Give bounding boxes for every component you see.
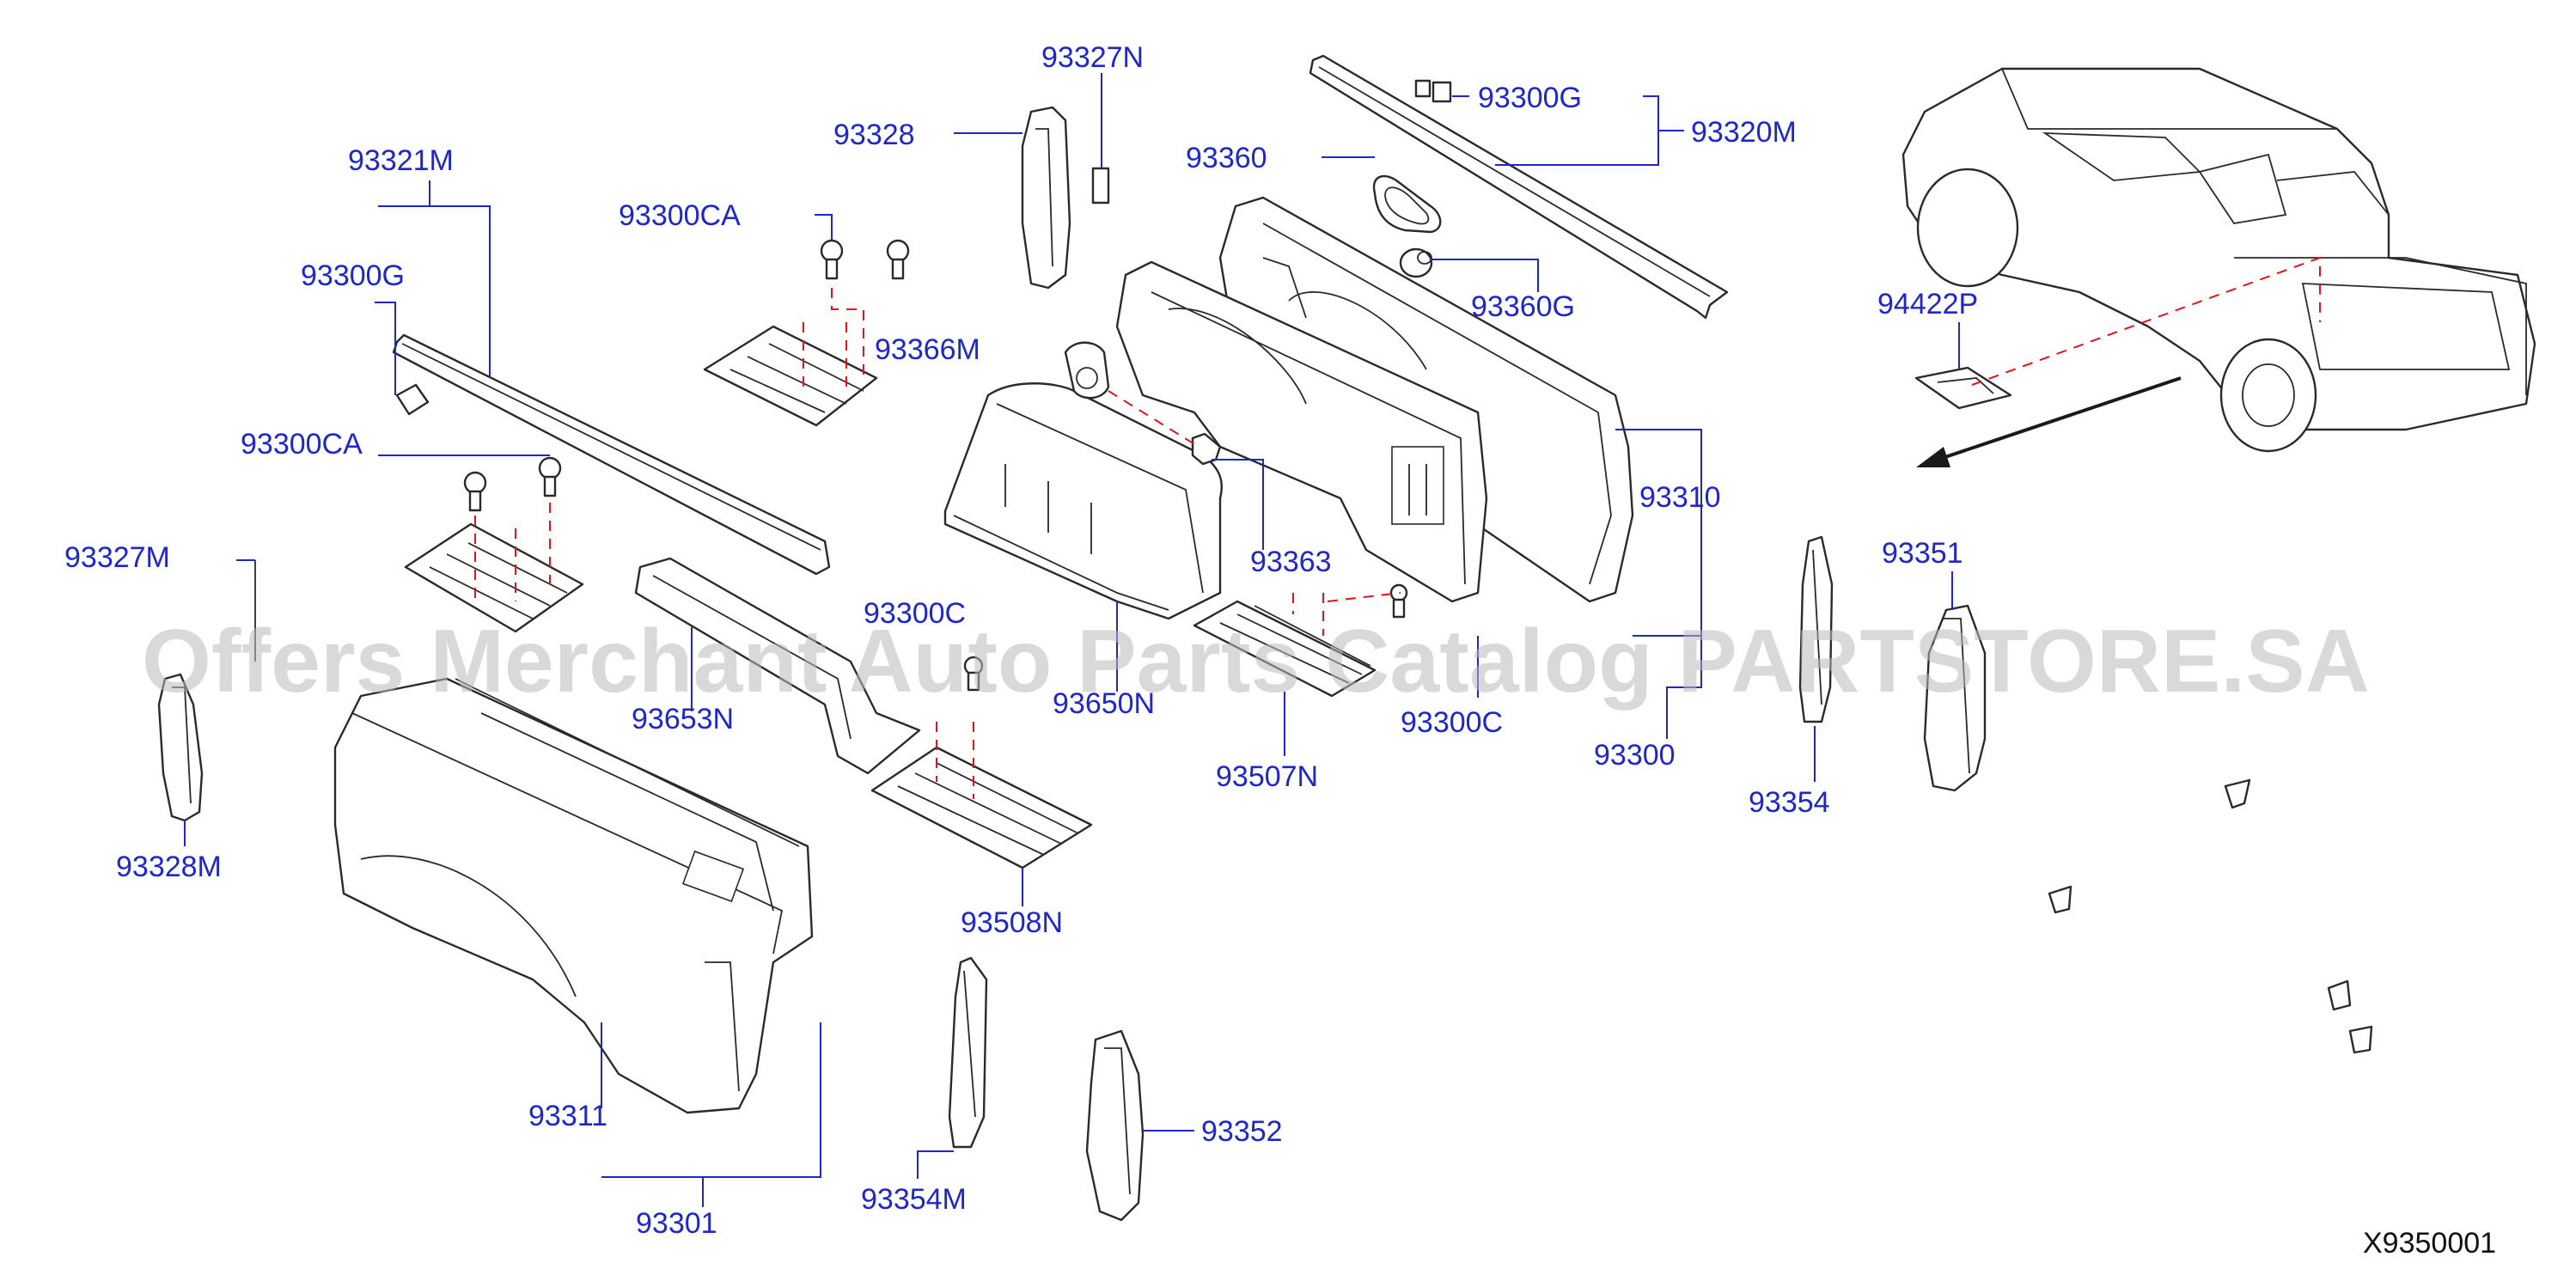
part-93300CA-left-shape	[463, 456, 562, 512]
part-floor-plate-left-shape	[404, 522, 584, 633]
label-93352[interactable]: 93352	[1201, 1115, 1283, 1148]
part-93363-shape	[1064, 341, 1222, 466]
label-93300G-left[interactable]: 93300G	[301, 259, 405, 292]
part-93300C-top-shape	[963, 656, 984, 692]
part-93507N-shape	[1193, 600, 1377, 698]
label-93300C-right[interactable]: 93300C	[1401, 706, 1503, 739]
part-93300C-right-shape	[1389, 583, 1408, 619]
label-93507N[interactable]: 93507N	[1216, 760, 1318, 793]
label-93653N[interactable]: 93653N	[632, 703, 734, 735]
label-93650N[interactable]: 93650N	[1053, 687, 1155, 720]
label-93300CA-left[interactable]: 93300CA	[241, 428, 363, 461]
label-93366M[interactable]: 93366M	[875, 333, 980, 366]
part-93300-shape	[1115, 260, 1488, 603]
part-93360-shape	[1372, 174, 1442, 234]
leader-lines	[184, 73, 1960, 1207]
part-93366M-shape	[703, 325, 878, 427]
part-93352-shape	[1085, 1029, 1145, 1222]
label-94422P[interactable]: 94422P	[1877, 288, 1978, 320]
label-93327M[interactable]: 93327M	[64, 541, 170, 574]
part-93360G-shape	[1399, 247, 1433, 278]
part-93653N-shape	[634, 557, 921, 775]
part-93311-shape	[333, 677, 814, 1114]
part-93321M-shape	[392, 333, 831, 576]
diagram-code: X9350001	[2363, 1227, 2496, 1260]
part-93354M-shape	[948, 956, 988, 1149]
part-93300CA-top-shape	[820, 239, 910, 280]
label-93360G[interactable]: 93360G	[1471, 290, 1575, 323]
label-93351[interactable]: 93351	[1882, 537, 1963, 570]
part-labels: 93327N 93328 93300CA 93366M 93360 93300G…	[64, 41, 1978, 1240]
part-93351-shape	[1923, 604, 1987, 792]
label-93320M[interactable]: 93320M	[1691, 116, 1797, 149]
label-93311[interactable]: 93311	[528, 1100, 607, 1132]
part-93508N-shape	[870, 746, 1093, 869]
part-93354-shape	[1798, 535, 1834, 723]
label-93508N[interactable]: 93508N	[961, 906, 1063, 939]
label-93300C-top[interactable]: 93300C	[864, 597, 966, 630]
part-94422P-shape	[1914, 366, 2012, 410]
label-93321M[interactable]: 93321M	[348, 144, 454, 177]
label-93328M[interactable]: 93328M	[116, 851, 222, 883]
arrow-head-icon	[1916, 447, 1950, 467]
label-93354[interactable]: 93354	[1749, 786, 1830, 819]
part-93650N-shape	[943, 382, 1223, 620]
clip-shapes	[2048, 778, 2373, 1054]
label-93328[interactable]: 93328	[833, 119, 915, 151]
part-93328M-shape	[157, 560, 256, 822]
label-93327N[interactable]: 93327N	[1041, 41, 1144, 74]
label-93300[interactable]: 93300	[1594, 739, 1676, 772]
label-93360[interactable]: 93360	[1186, 142, 1267, 174]
part-93300G-right-shape	[1414, 79, 1452, 103]
part-93320M-shape	[1309, 54, 1729, 320]
part-93300G-left-shape	[395, 383, 430, 416]
part-93328-shape	[1021, 106, 1110, 290]
watermark-text: Offers Merchant Auto Parts Catalog PARTS…	[142, 612, 2370, 711]
label-93301[interactable]: 93301	[636, 1207, 717, 1240]
label-93300CA-top[interactable]: 93300CA	[619, 199, 741, 232]
direction-arrow	[1924, 376, 2182, 466]
dashed-guides	[474, 256, 2321, 799]
truck-illustration	[1901, 67, 2536, 453]
label-93310[interactable]: 93310	[1639, 481, 1721, 514]
label-93354M[interactable]: 93354M	[861, 1183, 967, 1216]
label-93300G-right[interactable]: 93300G	[1478, 82, 1582, 114]
label-93363[interactable]: 93363	[1250, 546, 1332, 578]
